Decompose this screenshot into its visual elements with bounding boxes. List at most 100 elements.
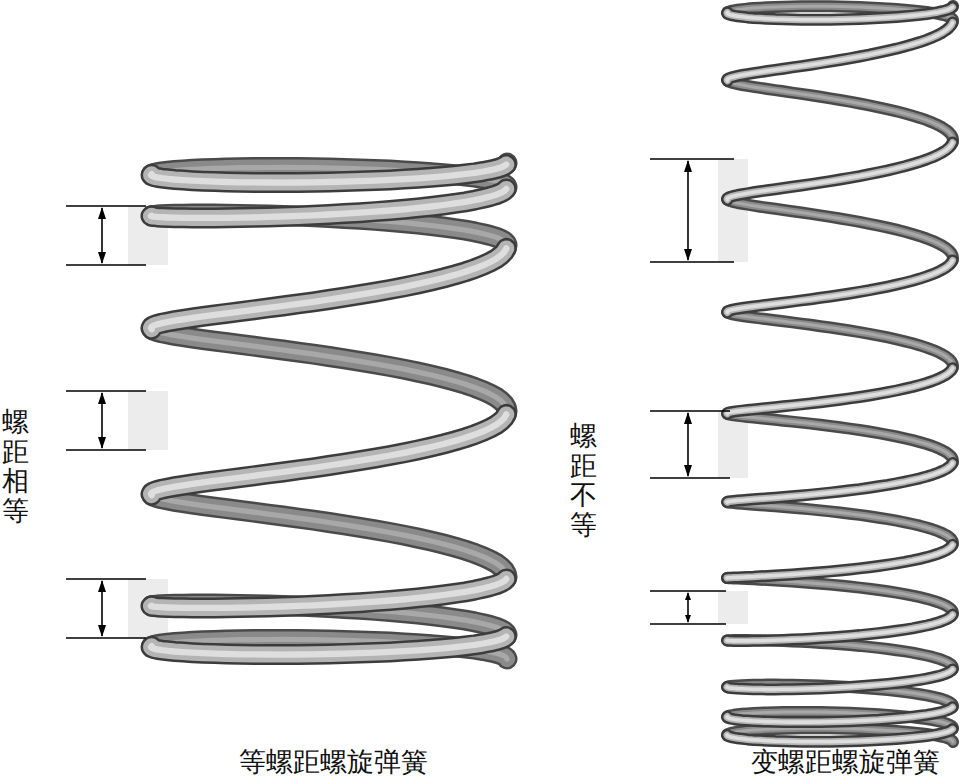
extension-line [66,449,146,451]
coil-front [727,707,953,722]
extension-line [650,410,730,412]
coil-front [727,615,953,641]
extension-line [66,205,146,207]
coil-front [151,579,506,608]
coil-front [727,615,953,641]
coil-front [727,368,953,414]
coil-front [151,414,506,495]
pitch-shading [128,159,748,638]
coil-front [727,707,953,722]
arrowhead [98,580,106,637]
coil-back [727,313,953,369]
coil-front [727,463,953,502]
coil-back [727,6,953,22]
pitch-shade [718,159,748,262]
coil-front [727,669,953,689]
arrowhead [684,412,692,477]
coil-front [151,637,506,655]
extension-line [66,637,146,639]
coil-front [727,143,953,200]
coil-back [727,81,953,143]
coil-front [727,707,953,722]
coil-back [152,495,507,579]
coil-back [727,81,953,143]
coil-back [727,6,953,22]
coil-back [727,200,953,261]
coil-back [727,578,953,615]
pitch-label: 螺距不等 [570,422,597,541]
coil-back [727,502,953,545]
coil-back [727,578,953,615]
coil-front [151,414,506,495]
extension-line [650,158,734,160]
coil-back [727,200,953,261]
pitch-shade [718,591,748,624]
coil-back [727,414,953,463]
coil-back [727,502,953,545]
coil-front [151,189,506,218]
coil-front [727,368,953,414]
coil-front [151,637,506,655]
coil-front [727,143,953,200]
coil-front [727,23,953,81]
extension-line [650,623,726,625]
arrowhead [685,592,691,623]
coil-back [727,6,953,22]
extension-line [66,390,146,392]
coil-front [151,248,506,329]
coil-front [151,637,506,655]
springs [151,6,953,742]
arrowhead [98,392,106,449]
coil-back [727,414,953,463]
coil-front [151,189,506,218]
coil-front [727,545,953,578]
coil-back [727,578,953,615]
coil-front [727,669,953,689]
coil-front [727,463,953,502]
coil-back [727,728,953,742]
dimension-arrow [687,161,689,260]
extension-line [66,578,146,580]
extension-line [650,261,734,263]
coil-back [727,200,953,261]
coil-front [727,368,953,414]
coil-front [727,729,953,742]
coil-front [727,23,953,81]
coil-back [727,313,953,369]
coil-front [727,260,953,312]
caption-label: 变螺距螺旋弹簧 [751,748,940,778]
coil-back [152,329,507,414]
coil-back [727,728,953,742]
extension-line [650,590,726,592]
coil-front [727,545,953,578]
coil-front [727,729,953,742]
coil-back [727,414,953,463]
coil-front [151,248,506,329]
pitch-label: 螺距相等 [2,408,29,527]
coil-front [727,23,953,81]
coil-front [727,669,953,689]
coil-front [151,579,506,608]
coil-front [727,260,953,312]
coil-back [727,502,953,545]
coil-front [727,7,953,20]
coil-front [727,615,953,641]
arrowhead [684,160,692,261]
coil-front [151,248,506,329]
coil-back [152,495,507,579]
coil-back [152,329,507,414]
coil-front [727,7,953,20]
coil-front [151,189,506,218]
coil-back [727,81,953,143]
coil-front [151,165,506,183]
extension-line [650,477,730,479]
coil-front [727,260,953,312]
caption-label: 等螺距螺旋弹簧 [239,748,428,778]
coil-front [727,545,953,578]
coil-front [151,414,506,495]
extension-line [66,264,146,266]
coil-back [152,495,507,579]
coil-front [727,463,953,502]
coil-back [727,313,953,369]
